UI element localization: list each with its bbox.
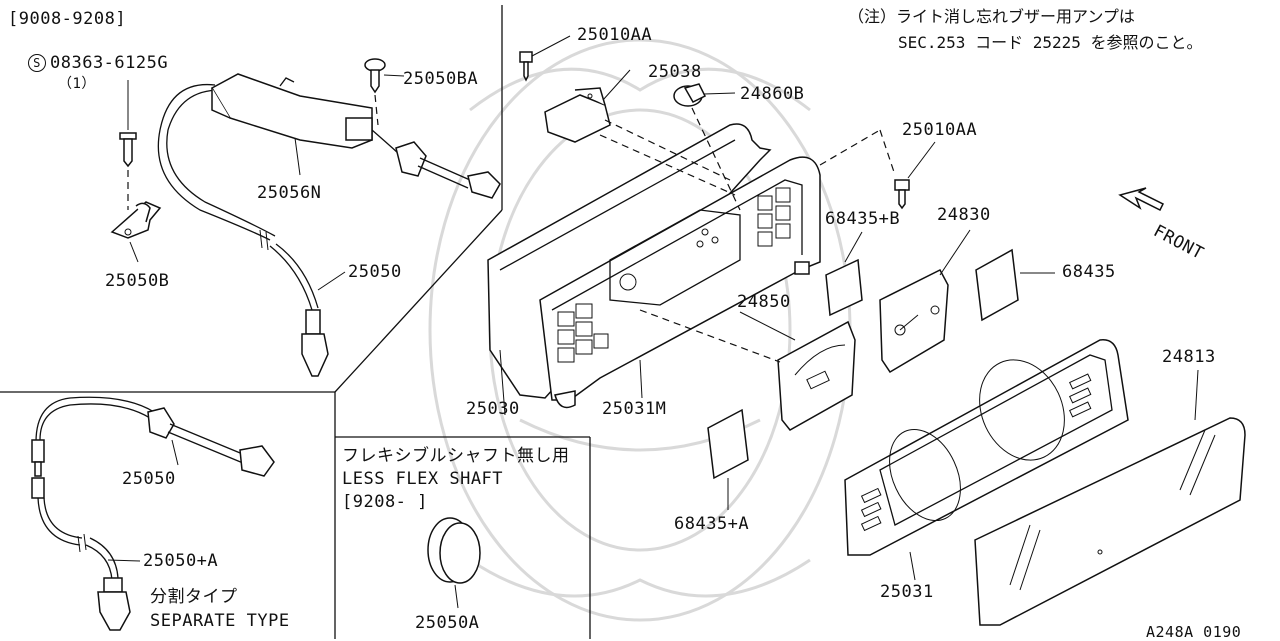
separate-type-jp: 分割タイプ <box>150 587 238 607</box>
window-68435B-drawing <box>825 231 863 317</box>
lens-24813-drawing <box>974 369 1246 626</box>
amp-25038-drawing <box>519 35 736 196</box>
screw-08363-drawing <box>119 80 137 210</box>
date-range-flex: [9208- ] <box>342 492 428 512</box>
part-label-25010AA-top[interactable]: 25010AA <box>577 25 653 45</box>
screw-part-number: 08363-6125G <box>50 53 169 73</box>
window-68435-drawing <box>975 248 1055 322</box>
part-label-25050BA[interactable]: 25050BA <box>403 69 479 89</box>
part-label-68435[interactable]: 68435 <box>1062 262 1116 282</box>
flex-box-title-jp: フレキシブルシャフト無し用 <box>342 446 570 466</box>
note-line-1: （注）ライト消し忘れブザー用アンプは <box>848 7 1135 26</box>
part-label-25050B[interactable]: 25050B <box>105 271 170 291</box>
frame-vent-grid <box>557 187 791 363</box>
section-dividers <box>0 5 591 639</box>
window-68435A-drawing <box>707 408 749 510</box>
bulb-24860B-drawing <box>673 83 741 211</box>
part-label-25010AA-right[interactable]: 25010AA <box>902 120 978 140</box>
date-range-top: [9008-9208] <box>8 9 127 29</box>
flex-box-title-en: LESS FLEX SHAFT <box>342 469 504 489</box>
screw-symbol-icon: S <box>28 54 46 72</box>
cable-separate-type-drawing <box>31 396 275 631</box>
screw-25010AA-right-drawing <box>819 129 936 210</box>
gauge-24830-drawing <box>879 229 971 374</box>
screw-quantity: （1） <box>58 76 96 92</box>
part-label-68435A[interactable]: 68435+A <box>674 514 750 534</box>
part-label-25030[interactable]: 25030 <box>466 399 520 419</box>
finisher-vents <box>860 373 1092 532</box>
part-label-25031[interactable]: 25031 <box>880 582 934 602</box>
part-label-24830[interactable]: 24830 <box>937 205 991 225</box>
part-label-68435B[interactable]: 68435+B <box>825 209 901 229</box>
part-label-25031M[interactable]: 25031M <box>602 399 667 419</box>
cap-25050A-drawing <box>427 517 481 609</box>
frame-25031M-drawing <box>539 156 821 409</box>
part-label-25050-upper[interactable]: 25050 <box>348 262 402 282</box>
front-arrow <box>1118 187 1165 212</box>
clip-25050BA-drawing <box>364 58 405 126</box>
part-label-25050-lower[interactable]: 25050 <box>122 469 176 489</box>
part-label-24850[interactable]: 24850 <box>737 292 791 312</box>
cable-25050-upper-drawing <box>157 83 346 377</box>
part-label-25038[interactable]: 25038 <box>648 62 702 82</box>
part-label-25050A[interactable]: 25050A <box>415 613 480 633</box>
part-label-25050A-separate[interactable]: 25050+A <box>143 551 219 571</box>
guide-25056N-drawing <box>210 73 501 199</box>
part-label-24813[interactable]: 24813 <box>1162 347 1216 367</box>
finisher-25031-drawing <box>844 339 1129 581</box>
part-label-24860B[interactable]: 24860B <box>740 84 805 104</box>
note-line-2: SEC.253 コード 25225 を参照のこと。 <box>898 33 1203 52</box>
gauge-24850-drawing <box>639 309 856 431</box>
bracket-25050B-drawing <box>110 201 162 263</box>
figure-code: A248A 0190 <box>1146 623 1242 641</box>
part-label-25056N[interactable]: 25056N <box>257 183 322 203</box>
separate-type-en: SEPARATE TYPE <box>150 611 290 631</box>
